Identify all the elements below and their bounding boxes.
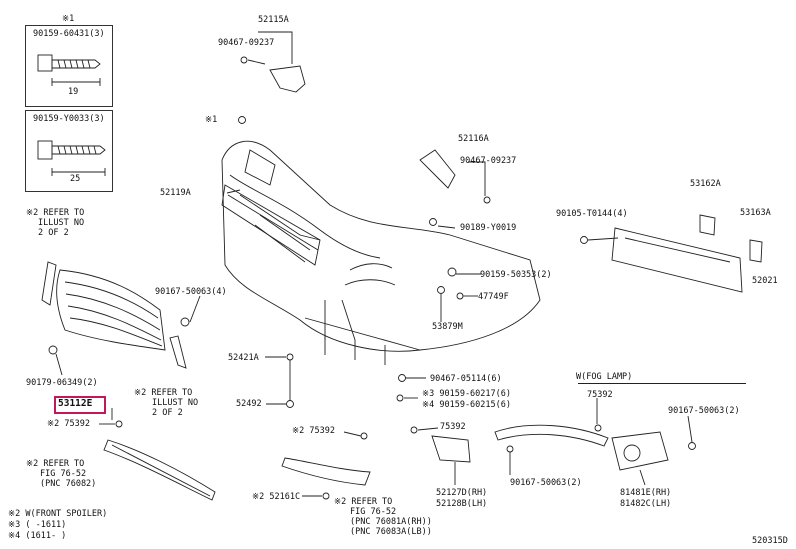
label-wfog: W(FOG LAMP) [576,372,633,382]
label-53162A: 53162A [690,179,721,189]
label-53879M: 53879M [432,322,463,332]
label-90467-09237-a: 90467-09237 [218,38,275,48]
refer-note-2-line1: ※2 REFER TO [134,388,193,398]
label-90167-50063-a: 90167-50063(4) [155,287,227,297]
footnote-3: ※4 (1611- ) [8,531,67,541]
bolt-icon [286,400,294,408]
label-note2-75392-b: ※2 75392 [292,426,335,436]
label-90467-05114: 90467-05114(6) [430,374,502,384]
inset-box-2 [25,110,113,192]
label-52119A: 52119A [160,188,191,198]
bolt-icon-2 [37,140,106,176]
inset-box-1 [25,25,113,107]
footnote-2: ※3 ( -1611) [8,520,67,530]
label-81481E: 81481E(RH) [620,488,672,498]
clip-52116A [419,149,491,204]
label-note2-75392: ※2 75392 [47,419,90,429]
label-note2-52161C: ※2 52161C [252,492,301,502]
label-47749F: 47749F [478,292,509,302]
refer-note-3-line1: ※2 REFER TO [26,459,85,469]
label-75392-c: 75392 [440,422,466,432]
bumper-cover-shape [221,140,541,365]
fog-lamp [594,424,696,471]
label-81482C: 81482C(LH) [620,499,672,509]
clip-icon [456,292,464,300]
label-52421A: 52421A [228,353,259,363]
refer-note-4-line2: FIG 76-52 [350,507,397,517]
label-90167-50063-b: 90167-50063(2) [668,406,740,416]
label-note4-90159: ※4 90159-60215(6) [422,400,512,410]
label-90167-50063-c: 90167-50063(2) [510,478,582,488]
highlight-53112E [54,396,106,414]
label-90189-Y0019: 90189-Y0019 [460,223,517,233]
refer-note-4-line3: (PNC 76081A(RH)) [350,517,432,527]
fog-cover-left [281,432,371,500]
label-52021: 52021 [752,276,778,286]
label-52128B: 52128B(LH) [436,499,488,509]
clip-52115A [240,56,306,93]
front-spoiler [103,439,216,501]
grille-53112E [41,261,190,369]
screw-icon [506,445,514,453]
refer-note-1-line3: 2 OF 2 [38,228,69,238]
screw-icon [447,267,457,277]
label-52116A: 52116A [458,134,489,144]
bolt2-part-number: 90159-Y0033(3) [33,114,105,124]
label-star1: ※1 [205,115,218,125]
clip-icon [115,420,123,428]
refer-note-3-line3: (PNC 76082) [40,479,97,489]
label-90467-09237-b: 90467-09237 [460,156,517,166]
label-53163A: 53163A [740,208,771,218]
label-53112E[interactable]: 53112E [58,398,93,409]
refer-note-4-line1: ※2 REFER TO [334,497,393,507]
clip-icon [437,286,445,294]
label-note3-90159: ※3 90159-60217(6) [422,389,512,399]
refer-note-1-line1: ※2 REFER TO [26,208,85,218]
refer-note-4-line4: (PNC 76083A(LB)) [350,527,432,537]
license-bracket [580,214,763,293]
label-90159-50353: 90159-50353(2) [480,270,552,280]
inset-note-mark: ※1 [62,14,75,24]
bolt-icon-1 [37,54,101,86]
footnote-1: ※2 W(FRONT SPOILER) [8,509,108,519]
bolt1-part-number: 90159-60431(3) [33,29,105,39]
diagram-id: 520315D [752,536,788,546]
label-52492: 52492 [236,399,262,409]
washer-icon [286,353,294,361]
refer-note-2-line3: 2 OF 2 [152,408,183,418]
bolt-icon [238,116,246,124]
reinforcement-bar [221,184,321,266]
screw-icon [429,218,437,226]
fog-bracket [410,426,471,463]
label-75392-a: 75392 [587,390,613,400]
nut-icon [398,374,406,382]
bolt2-length: 25 [70,174,81,184]
label-52115A: 52115A [258,15,289,25]
label-90179-06349: 90179-06349(2) [26,378,98,388]
refer-note-3-line2: FIG 76-52 [40,469,87,479]
label-90105: 90105-T0144(4) [556,209,628,219]
bolt1-length: 19 [68,87,79,97]
label-52127D: 52127D(RH) [436,488,488,498]
refer-note-2-line2: ILLUST NO [152,398,199,408]
refer-note-1-line2: ILLUST NO [38,218,85,228]
fog-arc-trim [494,424,609,447]
bolt-icon [396,394,404,402]
